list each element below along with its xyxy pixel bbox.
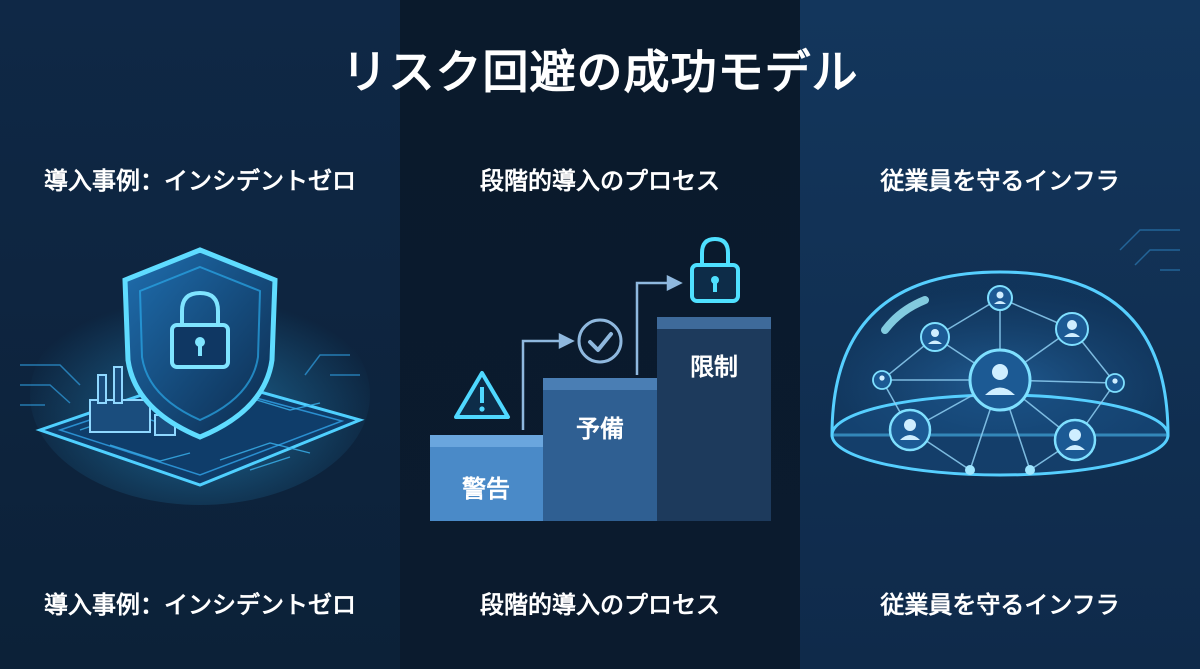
person-icon bbox=[888, 408, 932, 452]
person-icon bbox=[872, 370, 892, 390]
person-icon bbox=[920, 322, 950, 352]
dome-network-icon bbox=[830, 229, 1180, 477]
person-icon bbox=[968, 348, 1032, 412]
col2-heading-top: 段階的導入のプロセス bbox=[480, 167, 720, 195]
step-label-3: 限制 bbox=[690, 353, 738, 381]
step-label-2: 予備 bbox=[576, 415, 624, 443]
person-icon bbox=[1055, 312, 1089, 346]
process-steps-illustration: 警告 予備 限制 bbox=[420, 225, 780, 530]
col1-heading-top: 導入事例：インシデントゼロ bbox=[44, 167, 356, 195]
step-preliminary: 予備 bbox=[543, 378, 657, 521]
person-icon bbox=[1105, 373, 1125, 393]
page-title: リスク回避の成功モデル bbox=[341, 45, 859, 99]
step-restriction: 限制 bbox=[657, 317, 771, 521]
lock-icon bbox=[690, 236, 740, 303]
col3-heading-top: 従業員を守るインフラ bbox=[880, 167, 1120, 195]
shield-lock-illustration bbox=[20, 225, 380, 515]
person-icon bbox=[987, 285, 1013, 311]
lock-icon bbox=[170, 290, 230, 369]
col1-heading-bottom: 導入事例：インシデントゼロ bbox=[44, 591, 356, 619]
step-warning: 警告 bbox=[430, 435, 543, 521]
shield-lock-icon bbox=[20, 247, 370, 505]
col2-heading-bottom: 段階的導入のプロセス bbox=[480, 591, 720, 619]
person-icon bbox=[1053, 418, 1097, 462]
check-icon bbox=[577, 318, 623, 364]
col3-heading-bottom: 従業員を守るインフラ bbox=[880, 591, 1120, 619]
warning-icon bbox=[454, 371, 510, 419]
step-label-1: 警告 bbox=[461, 475, 510, 503]
dome-network-illustration bbox=[820, 220, 1180, 520]
